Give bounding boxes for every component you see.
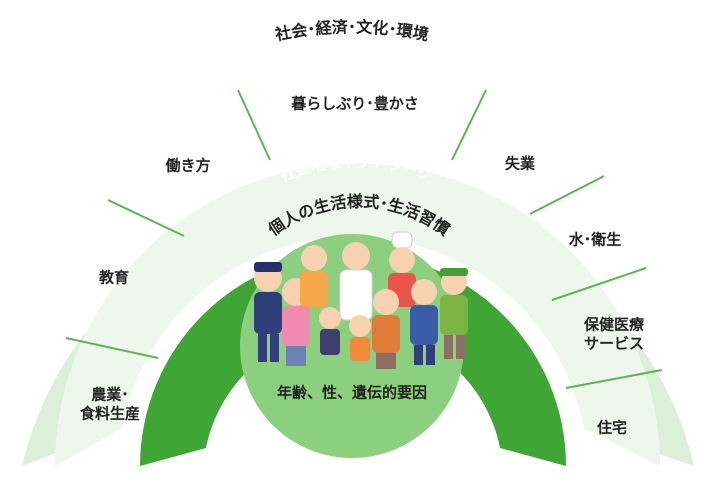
family-illustration bbox=[254, 231, 468, 369]
person-police bbox=[254, 262, 282, 362]
person-businessman bbox=[410, 279, 438, 365]
segment-label-housing: 住宅 bbox=[596, 418, 628, 437]
person-grandpa bbox=[372, 289, 400, 369]
divider-line bbox=[451, 89, 487, 161]
segment-dividers bbox=[65, 89, 663, 389]
divider-line bbox=[65, 337, 159, 359]
segment-label-education: 教育 bbox=[98, 268, 130, 287]
person-woman bbox=[300, 245, 328, 307]
person-boy bbox=[349, 315, 371, 361]
segment-label-living-standard: 暮らしぶり･豊かさ bbox=[291, 94, 419, 113]
divider-line bbox=[551, 267, 647, 301]
person-farmer bbox=[440, 268, 468, 359]
person-doctor bbox=[339, 242, 373, 321]
segment-label-health-services: 保健医療 サービス bbox=[583, 315, 645, 352]
segment-ring bbox=[55, 163, 660, 466]
core-label: 年齢、性、遺伝的要因 bbox=[276, 383, 428, 402]
person-girl bbox=[319, 307, 341, 355]
outer-ring-title: 社会･経済･文化･環境 bbox=[273, 17, 431, 44]
segment-label-unemployment: 失業 bbox=[504, 154, 536, 173]
segment-label-water-sanitation: 水･衛生 bbox=[568, 230, 622, 249]
segment-label-working-style: 働き方 bbox=[165, 156, 211, 175]
divider-line bbox=[565, 369, 663, 389]
segment-label-agriculture: 農業･ 食料生産 bbox=[79, 385, 141, 422]
divider-line bbox=[107, 199, 185, 237]
divider-line bbox=[237, 89, 271, 161]
divider-line bbox=[529, 175, 605, 215]
